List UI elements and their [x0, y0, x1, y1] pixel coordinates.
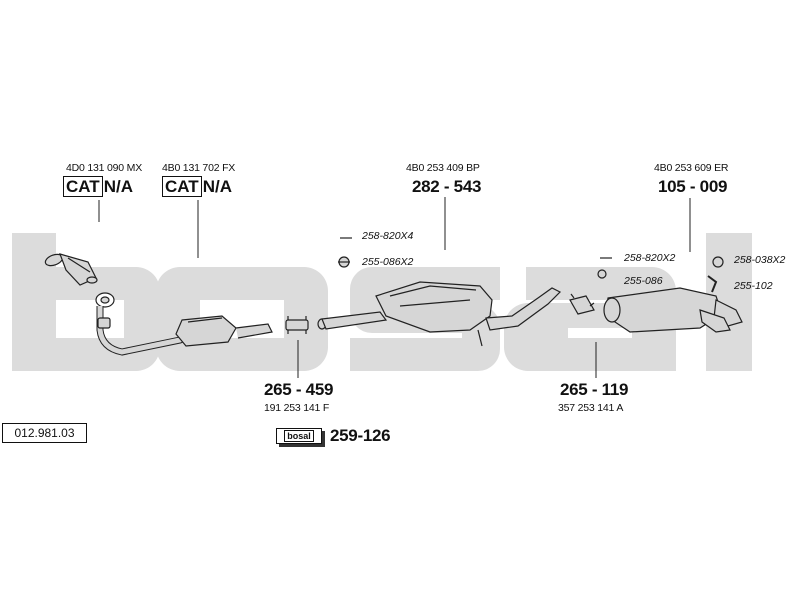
part-number-rear-muffler: 105 - 009 [658, 177, 728, 196]
accessory-label: 258-038X2 [734, 254, 786, 266]
part-number-assembly-kit: 259-126 [330, 426, 391, 445]
oem-number-middle-muffler: 4B0 253 409 BP [406, 162, 480, 174]
part-number-clamp-front: 265 - 459 [264, 380, 334, 399]
part-number-clamp-rear: 265 - 119 [560, 380, 629, 399]
clamp-part-265-119 [569, 293, 595, 315]
accessory-label: 258-820X4 [362, 230, 414, 242]
main-catalyst-part [175, 315, 273, 347]
middle-muffler-part [317, 281, 562, 347]
rear-muffler-part [603, 287, 743, 333]
cat-value: N/A [103, 177, 133, 196]
accessory-label: 255-086X2 [362, 256, 414, 268]
cat-box: CAT [162, 176, 202, 197]
clamp-part-265-459 [285, 316, 309, 334]
cat-value: N/A [202, 177, 232, 196]
cat-box: CAT [63, 176, 103, 197]
oem-number-clamp-front: 191 253 141 F [264, 402, 330, 414]
front-pipe-part [95, 292, 190, 356]
part-number-middle-muffler: 282 - 543 [412, 177, 482, 196]
oem-number-front-catalyst: 4D0 131 090 MX [66, 162, 143, 174]
oem-number-main-catalyst: 4B0 131 702 FX [162, 162, 236, 174]
assembly-kit-badge: bosal [276, 428, 322, 444]
oem-number-clamp-rear: 357 253 141 A [558, 402, 624, 414]
accessory-label: 255-086 [624, 275, 663, 287]
accessory-label: 255-102 [734, 280, 773, 292]
front-catalyst-part [44, 253, 98, 286]
oem-number-rear-muffler: 4B0 253 609 ER [654, 162, 729, 174]
leader-lines [98, 197, 691, 378]
exhaust-parts [44, 197, 743, 378]
hanger-parts [338, 237, 724, 293]
brand-badge-text: bosal [284, 430, 314, 442]
diagram-reference-number: 012.981.03 [2, 423, 87, 443]
accessory-label: 258-820X2 [624, 252, 676, 264]
